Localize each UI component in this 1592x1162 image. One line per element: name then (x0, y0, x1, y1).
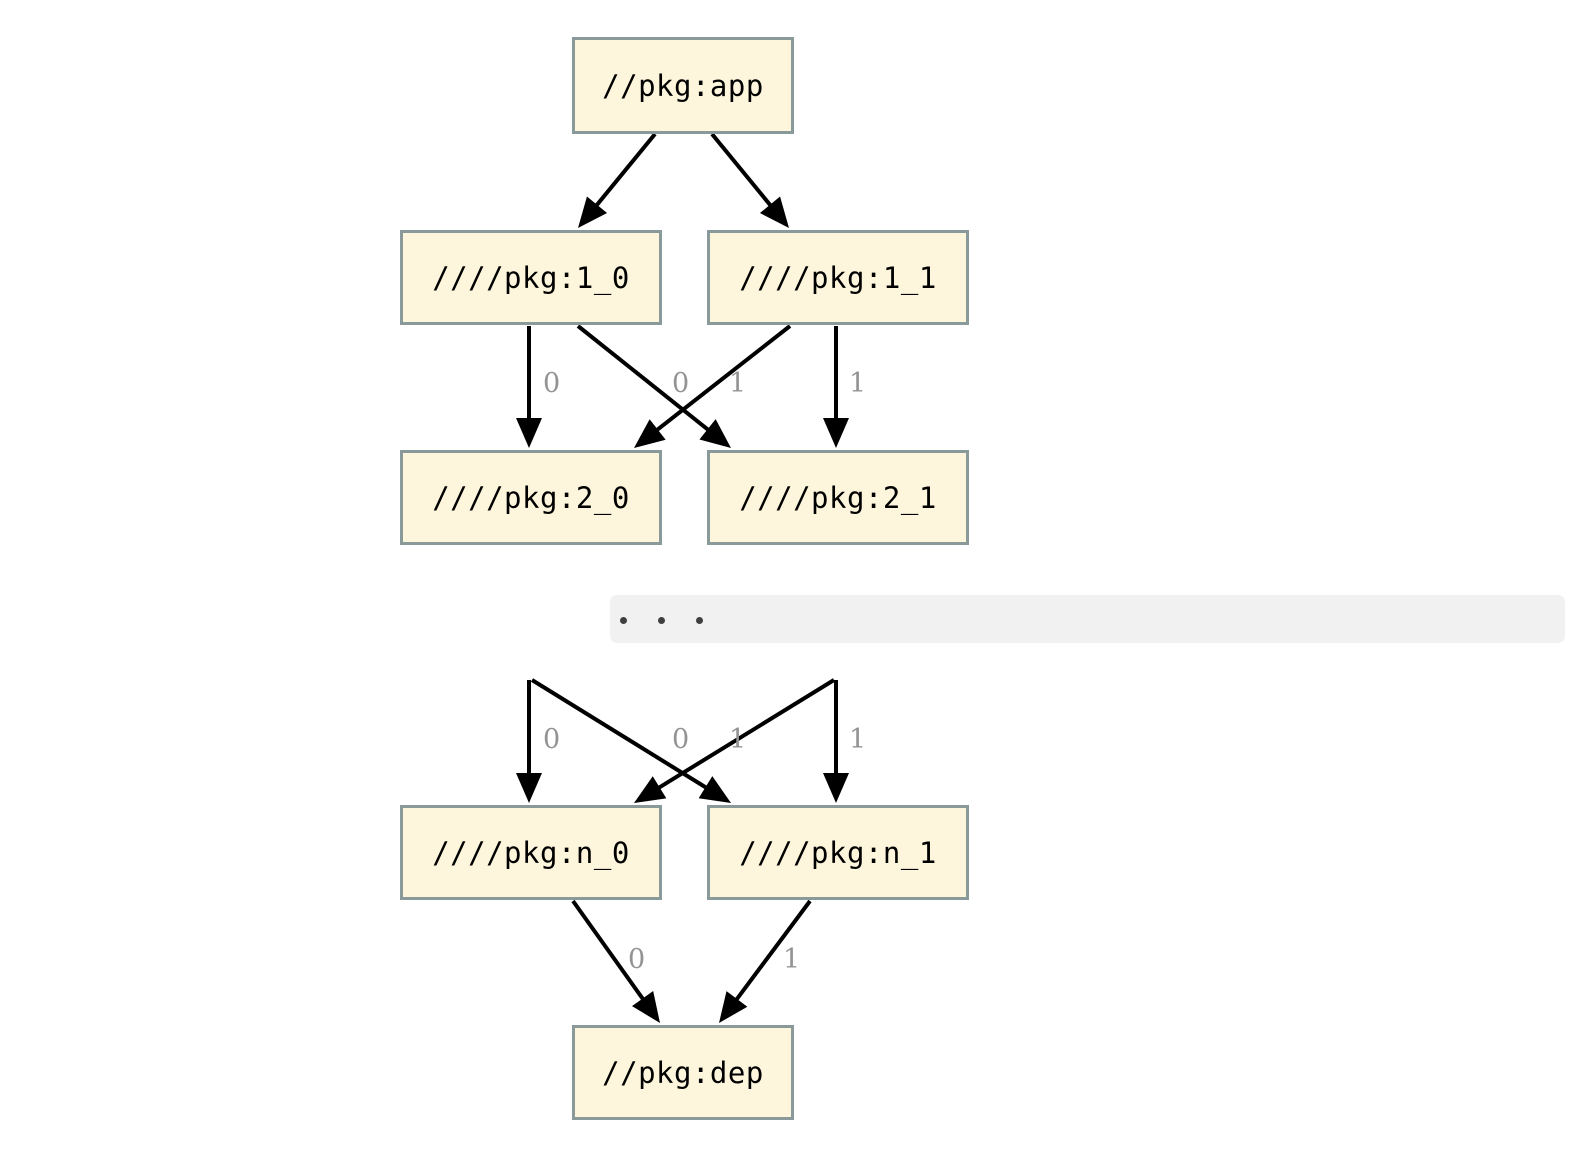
edge-line (651, 324, 792, 435)
edge-label: 0 (543, 724, 560, 755)
edge-line (571, 899, 648, 1005)
edge-line (653, 678, 836, 793)
node-dep[interactable]: //pkg:dep (572, 1025, 794, 1120)
edge-line (576, 324, 714, 435)
arrowhead-icon (631, 991, 660, 1023)
ellipsis-dots (620, 617, 703, 624)
edge-app-to-1_1 (710, 132, 789, 228)
node-label: ////pkg:1_1 (739, 260, 937, 295)
arrowhead-icon (823, 773, 849, 803)
edge-1_1-to-2_0: 1 (634, 324, 792, 448)
node-label: ////pkg:n_1 (739, 835, 937, 870)
edge-hidden-to-n_0: 0 (516, 680, 560, 803)
edge-label: 0 (672, 368, 689, 399)
node-app[interactable]: //pkg:app (572, 37, 794, 134)
arrowhead-icon (719, 991, 748, 1023)
edge-1_0-to-2_0: 0 (516, 326, 560, 448)
node-label: ////pkg:1_0 (432, 260, 630, 295)
arrowhead-icon (759, 196, 789, 228)
node-nn_0[interactable]: ////pkg:n_0 (400, 805, 662, 900)
arrowhead-icon (698, 776, 731, 803)
edge-hidden2-to-n_0: 1 (634, 678, 836, 803)
edge-1_0-to-2_1: 0 (576, 324, 731, 448)
elided-levels-band (610, 595, 1565, 643)
edge-line (710, 132, 776, 211)
node-n1_0[interactable]: ////pkg:1_0 (400, 230, 662, 325)
node-n2_0[interactable]: ////pkg:2_0 (400, 450, 662, 545)
node-label: ////pkg:2_0 (432, 480, 630, 515)
node-n2_1[interactable]: ////pkg:2_1 (707, 450, 969, 545)
node-n1_1[interactable]: ////pkg:1_1 (707, 230, 969, 325)
arrowhead-icon (634, 776, 667, 803)
edge-label: 1 (729, 724, 746, 755)
edge-n_0-to-dep: 0 (571, 899, 660, 1023)
node-label: ////pkg:2_1 (739, 480, 937, 515)
arrowhead-icon (634, 419, 666, 448)
edge-label: 1 (849, 724, 866, 755)
edge-label: 1 (849, 368, 866, 399)
arrowhead-icon (516, 418, 542, 448)
edge-label: 1 (729, 368, 746, 399)
arrowhead-icon (699, 419, 731, 448)
edge-app-to-1_0 (578, 132, 657, 228)
edge-label: 0 (672, 724, 689, 755)
edge-label: 0 (628, 944, 645, 975)
ellipsis-dot (620, 617, 627, 624)
ellipsis-dot (658, 617, 665, 624)
edge-1_1-to-2_1: 1 (823, 326, 866, 448)
node-nn_1[interactable]: ////pkg:n_1 (707, 805, 969, 900)
arrowhead-icon (578, 196, 608, 228)
node-label: //pkg:dep (602, 1055, 764, 1090)
edge-label: 0 (543, 368, 560, 399)
ellipsis-dot (696, 617, 703, 624)
node-label: //pkg:app (602, 68, 764, 103)
edge-hidden-to-n_1: 0 (530, 678, 731, 803)
edge-n_1-to-dep: 1 (719, 899, 812, 1023)
edge-hidden2-to-n_1: 1 (823, 680, 866, 803)
edge-line (591, 132, 657, 211)
edge-line (731, 899, 812, 1005)
arrowhead-icon (516, 773, 542, 803)
node-label: ////pkg:n_0 (432, 835, 630, 870)
edge-label: 1 (783, 944, 800, 975)
arrowhead-icon (823, 418, 849, 448)
